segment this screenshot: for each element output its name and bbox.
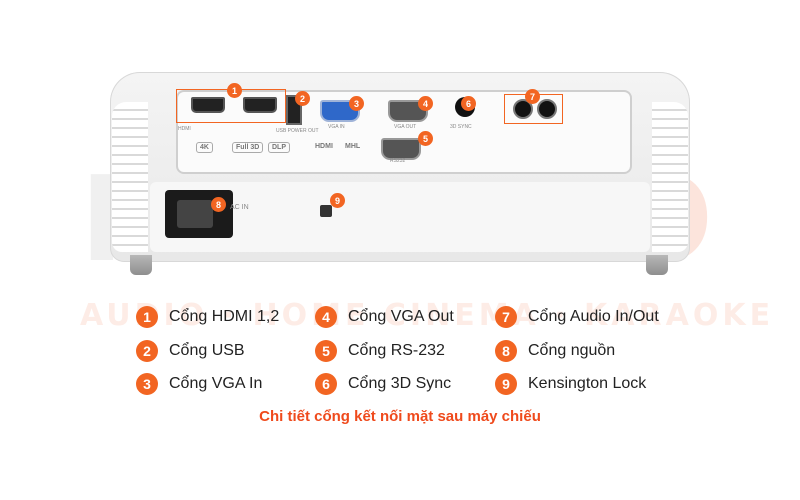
legend-number: 2	[136, 340, 158, 362]
legend-item: 7 Cổng Audio In/Out	[495, 306, 659, 328]
legend-number: 5	[315, 340, 337, 362]
badge-4k: 4K	[196, 142, 213, 153]
marker-8: 8	[211, 197, 226, 212]
3d-sync-label: 3D SYNC	[450, 124, 472, 130]
ac-in-label: AC IN	[230, 204, 249, 211]
legend-number: 7	[495, 306, 517, 328]
rs232-label: RS232	[390, 158, 406, 164]
marker-1: 1	[227, 83, 242, 98]
legend-item: 8 Cổng nguồn	[495, 340, 615, 362]
marker-9: 9	[330, 193, 345, 208]
legend-label: Cổng USB	[169, 342, 245, 359]
power-port	[165, 190, 233, 238]
vga-in-label: VGA IN	[328, 124, 345, 130]
projector-lower-body	[150, 182, 650, 252]
power-socket	[177, 200, 213, 228]
legend-label: Cổng RS-232	[348, 342, 445, 359]
legend-item: 5 Cổng RS-232	[315, 340, 445, 362]
marker-7: 7	[525, 89, 540, 104]
legend-number: 1	[136, 306, 158, 328]
vga-out-label: VGA OUT	[394, 124, 417, 130]
legend-item: 3 Cổng VGA In	[136, 373, 262, 395]
rs232-port	[381, 138, 421, 160]
legend-number: 8	[495, 340, 517, 362]
legend-item: 1 Cổng HDMI 1,2	[136, 306, 279, 328]
legend-item: 2 Cổng USB	[136, 340, 245, 362]
marker-6: 6	[461, 96, 476, 111]
legend-item: 6 Cổng 3D Sync	[315, 373, 451, 395]
legend-number: 9	[495, 373, 517, 395]
marker-2: 2	[295, 91, 310, 106]
legend-item: 4 Cổng VGA Out	[315, 306, 454, 328]
usb-port-label: USB POWER OUT	[276, 128, 319, 134]
legend-label: Cổng VGA In	[169, 375, 263, 392]
audio-in-jack	[513, 99, 533, 119]
hdmi-port-1	[191, 97, 225, 113]
legend-label: Kensington Lock	[528, 375, 647, 392]
legend-label: Cổng VGA Out	[348, 308, 454, 325]
marker-3: 3	[349, 96, 364, 111]
legend-number: 4	[315, 306, 337, 328]
badge-hdmi: HDMI	[315, 143, 333, 150]
legend-label: Cổng Audio In/Out	[528, 308, 659, 325]
legend-label: Cổng 3D Sync	[348, 375, 452, 392]
watermark-tagline: AUDIO · HOME CINEMA · KARAOKE	[80, 298, 775, 333]
audio-out-jack	[537, 99, 557, 119]
marker-4: 4	[418, 96, 433, 111]
badge-mhl: MHL	[345, 143, 361, 150]
foot-left	[130, 255, 152, 275]
legend-item: 9 Kensington Lock	[495, 373, 646, 395]
foot-right	[646, 255, 668, 275]
legend-label: Cổng HDMI 1,2	[169, 308, 280, 325]
legend-label: Cổng nguồn	[528, 342, 616, 359]
badge-full-3d: Full 3D	[232, 142, 264, 153]
hdmi-port-label: HDMI	[178, 126, 191, 132]
kensington-slot	[320, 205, 332, 217]
legend-number: 6	[315, 373, 337, 395]
marker-5: 5	[418, 131, 433, 146]
vent-right	[652, 102, 688, 252]
badge-dlp: DLP	[268, 142, 290, 153]
legend-number: 3	[136, 373, 158, 395]
vent-left	[112, 102, 148, 252]
caption: Chi tiết cổng kết nối mặt sau máy chiếu	[259, 408, 541, 425]
hdmi-port-2	[243, 97, 277, 113]
